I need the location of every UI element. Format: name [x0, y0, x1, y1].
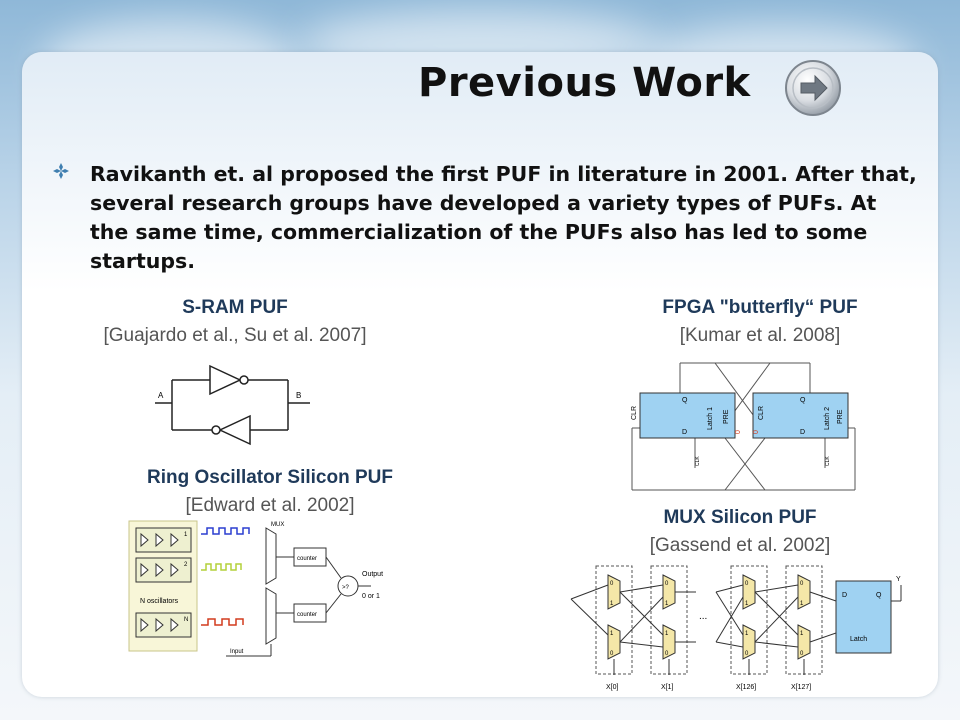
ro-counter-top: counter: [297, 556, 317, 562]
latch2-clk-label: CLK: [825, 456, 831, 466]
ro-output-label: Output: [362, 571, 383, 578]
arrow-right-icon[interactable]: [783, 58, 843, 118]
latch2-label: Latch 2: [824, 407, 831, 430]
mux1-top-zero: 0: [665, 581, 669, 587]
ro-index-n: N: [184, 617, 188, 623]
ro-mux-label: MUX: [271, 522, 284, 528]
mux-puf-diagram: 0 1 1 0 0 1 1 0 0 1 1 0 0 1 1 0 ... D Q …: [570, 565, 902, 691]
ro-counter-bottom: counter: [297, 612, 317, 618]
mux-latch-d: D: [842, 592, 847, 599]
ro-output-value: 0 or 1: [362, 593, 380, 600]
mux126-bot-zero: 0: [745, 651, 749, 657]
mux127-bot-zero: 0: [800, 651, 804, 657]
mux126-top-one: 1: [745, 601, 749, 607]
fpga-butterfly-diagram: CLR Q D Latch 1 PRE 0 0 CLR Q D Latch 2 …: [631, 362, 856, 491]
latch1-clk-label: CLK: [695, 456, 701, 466]
ro-compare-label: >?: [342, 585, 350, 591]
ro-title: Ring Oscillator Silicon PUF: [147, 467, 393, 488]
mux0-bot-one: 1: [610, 631, 614, 637]
latch-2-block: [752, 392, 849, 439]
mux127-top-one: 1: [800, 601, 804, 607]
latch1-clr-label: CLR: [631, 406, 638, 420]
latch1-label: Latch 1: [707, 407, 714, 430]
mux1-bot-zero: 0: [665, 651, 669, 657]
mux0-bot-zero: 0: [610, 651, 614, 657]
sram-cite: [Guajardo et al., Su et al. 2007]: [103, 325, 367, 346]
fpga-cite: [Kumar et al. 2008]: [679, 325, 841, 346]
mux-x126: X[126]: [736, 684, 756, 691]
ro-cite: [Edward et al. 2002]: [185, 495, 355, 516]
latch2-q-label: Q: [800, 397, 806, 404]
mux-title: MUX Silicon PUF: [663, 507, 817, 528]
latch1-zero-label: 0: [735, 430, 742, 434]
sram-label-b: B: [296, 391, 301, 400]
latch2-zero-label: 0: [753, 430, 760, 434]
fpga-title: FPGA "butterfly“ PUF: [662, 297, 858, 318]
mux126-bot-one: 1: [745, 631, 749, 637]
mux0-top-zero: 0: [610, 581, 614, 587]
mux-x0: X[0]: [606, 684, 619, 691]
sram-title: S-RAM PUF: [182, 297, 288, 318]
mux-cite: [Gassend et al. 2002]: [649, 535, 831, 556]
ro-index-1: 1: [184, 532, 188, 538]
latch1-d-label: D: [682, 429, 687, 436]
ring-oscillator-diagram: 1 2 N N oscillators MUX counter counter …: [128, 520, 383, 657]
ro-input-label: Input: [230, 649, 244, 655]
sram-puf-diagram: A B: [155, 364, 310, 446]
latch-1-block: [639, 392, 736, 439]
mux-latch-q: Q: [876, 592, 882, 599]
mux0-top-one: 1: [610, 601, 614, 607]
latch2-d-label: D: [800, 429, 805, 436]
latch1-pre-label: PRE: [723, 409, 730, 424]
mux-latch-label: Latch: [850, 636, 867, 643]
mux1-top-one: 1: [665, 601, 669, 607]
diamond-bullet-icon: [53, 163, 69, 179]
bullet-paragraph: Ravikanth et. al proposed the first PUF …: [90, 162, 917, 273]
mux126-top-zero: 0: [745, 581, 749, 587]
mux-latch-block: [835, 580, 892, 654]
latch2-clr-label: CLR: [758, 406, 765, 420]
mux-x127: X[127]: [791, 684, 811, 691]
mux127-bot-one: 1: [800, 631, 804, 637]
slide-title: Previous Work: [418, 60, 751, 106]
mux127-top-zero: 0: [800, 581, 804, 587]
mux-ellipsis: ...: [699, 611, 707, 622]
ro-n-oscillators: N oscillators: [140, 598, 179, 605]
latch2-pre-label: PRE: [837, 409, 844, 424]
sram-label-a: A: [158, 391, 164, 400]
mux-x1: X[1]: [661, 684, 674, 691]
ro-index-2: 2: [184, 562, 188, 568]
mux-output-y: Y: [896, 576, 901, 583]
mux1-bot-one: 1: [665, 631, 669, 637]
latch1-q-label: Q: [682, 397, 688, 404]
